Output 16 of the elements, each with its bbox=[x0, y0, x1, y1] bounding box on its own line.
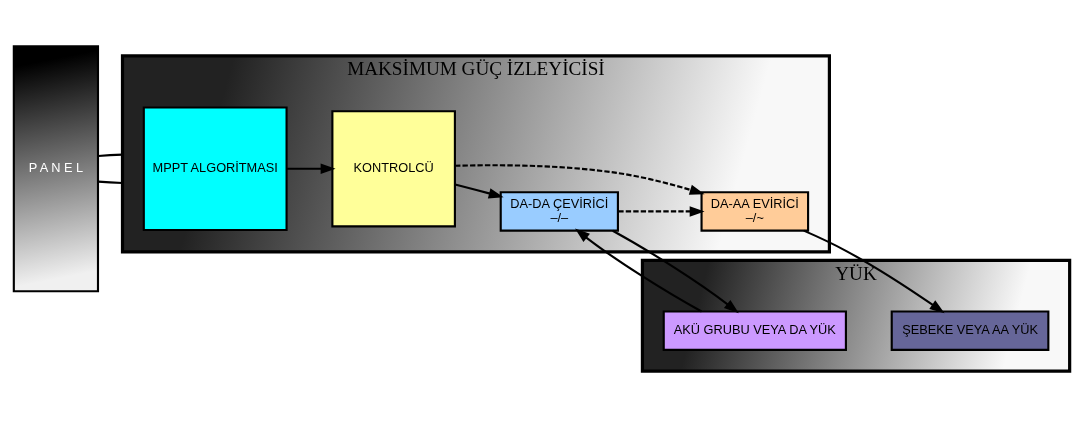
node-box: P A N E L bbox=[12, 45, 100, 293]
arrow bbox=[612, 229, 739, 314]
arrow bbox=[455, 164, 705, 195]
node-box: KONTROLCÜ bbox=[331, 110, 456, 228]
node-box: DA-AA EVİRİCİ –/~ bbox=[700, 191, 810, 232]
node-box: ŞEBEKE VEYA AA YÜK bbox=[890, 310, 1050, 351]
node-box: MPPT ALGORİTMASI bbox=[142, 106, 288, 232]
arrow bbox=[803, 229, 945, 314]
connector bbox=[98, 180, 123, 185]
connector bbox=[98, 153, 123, 157]
node-box: AKÜ GRUBU VEYA DA YÜK bbox=[662, 310, 847, 351]
arrow bbox=[575, 228, 703, 313]
arrow bbox=[286, 163, 336, 174]
arrow bbox=[618, 206, 705, 217]
node-box: DA-DA ÇEVİRİCİ –/– bbox=[499, 191, 619, 232]
arrow bbox=[454, 183, 504, 199]
